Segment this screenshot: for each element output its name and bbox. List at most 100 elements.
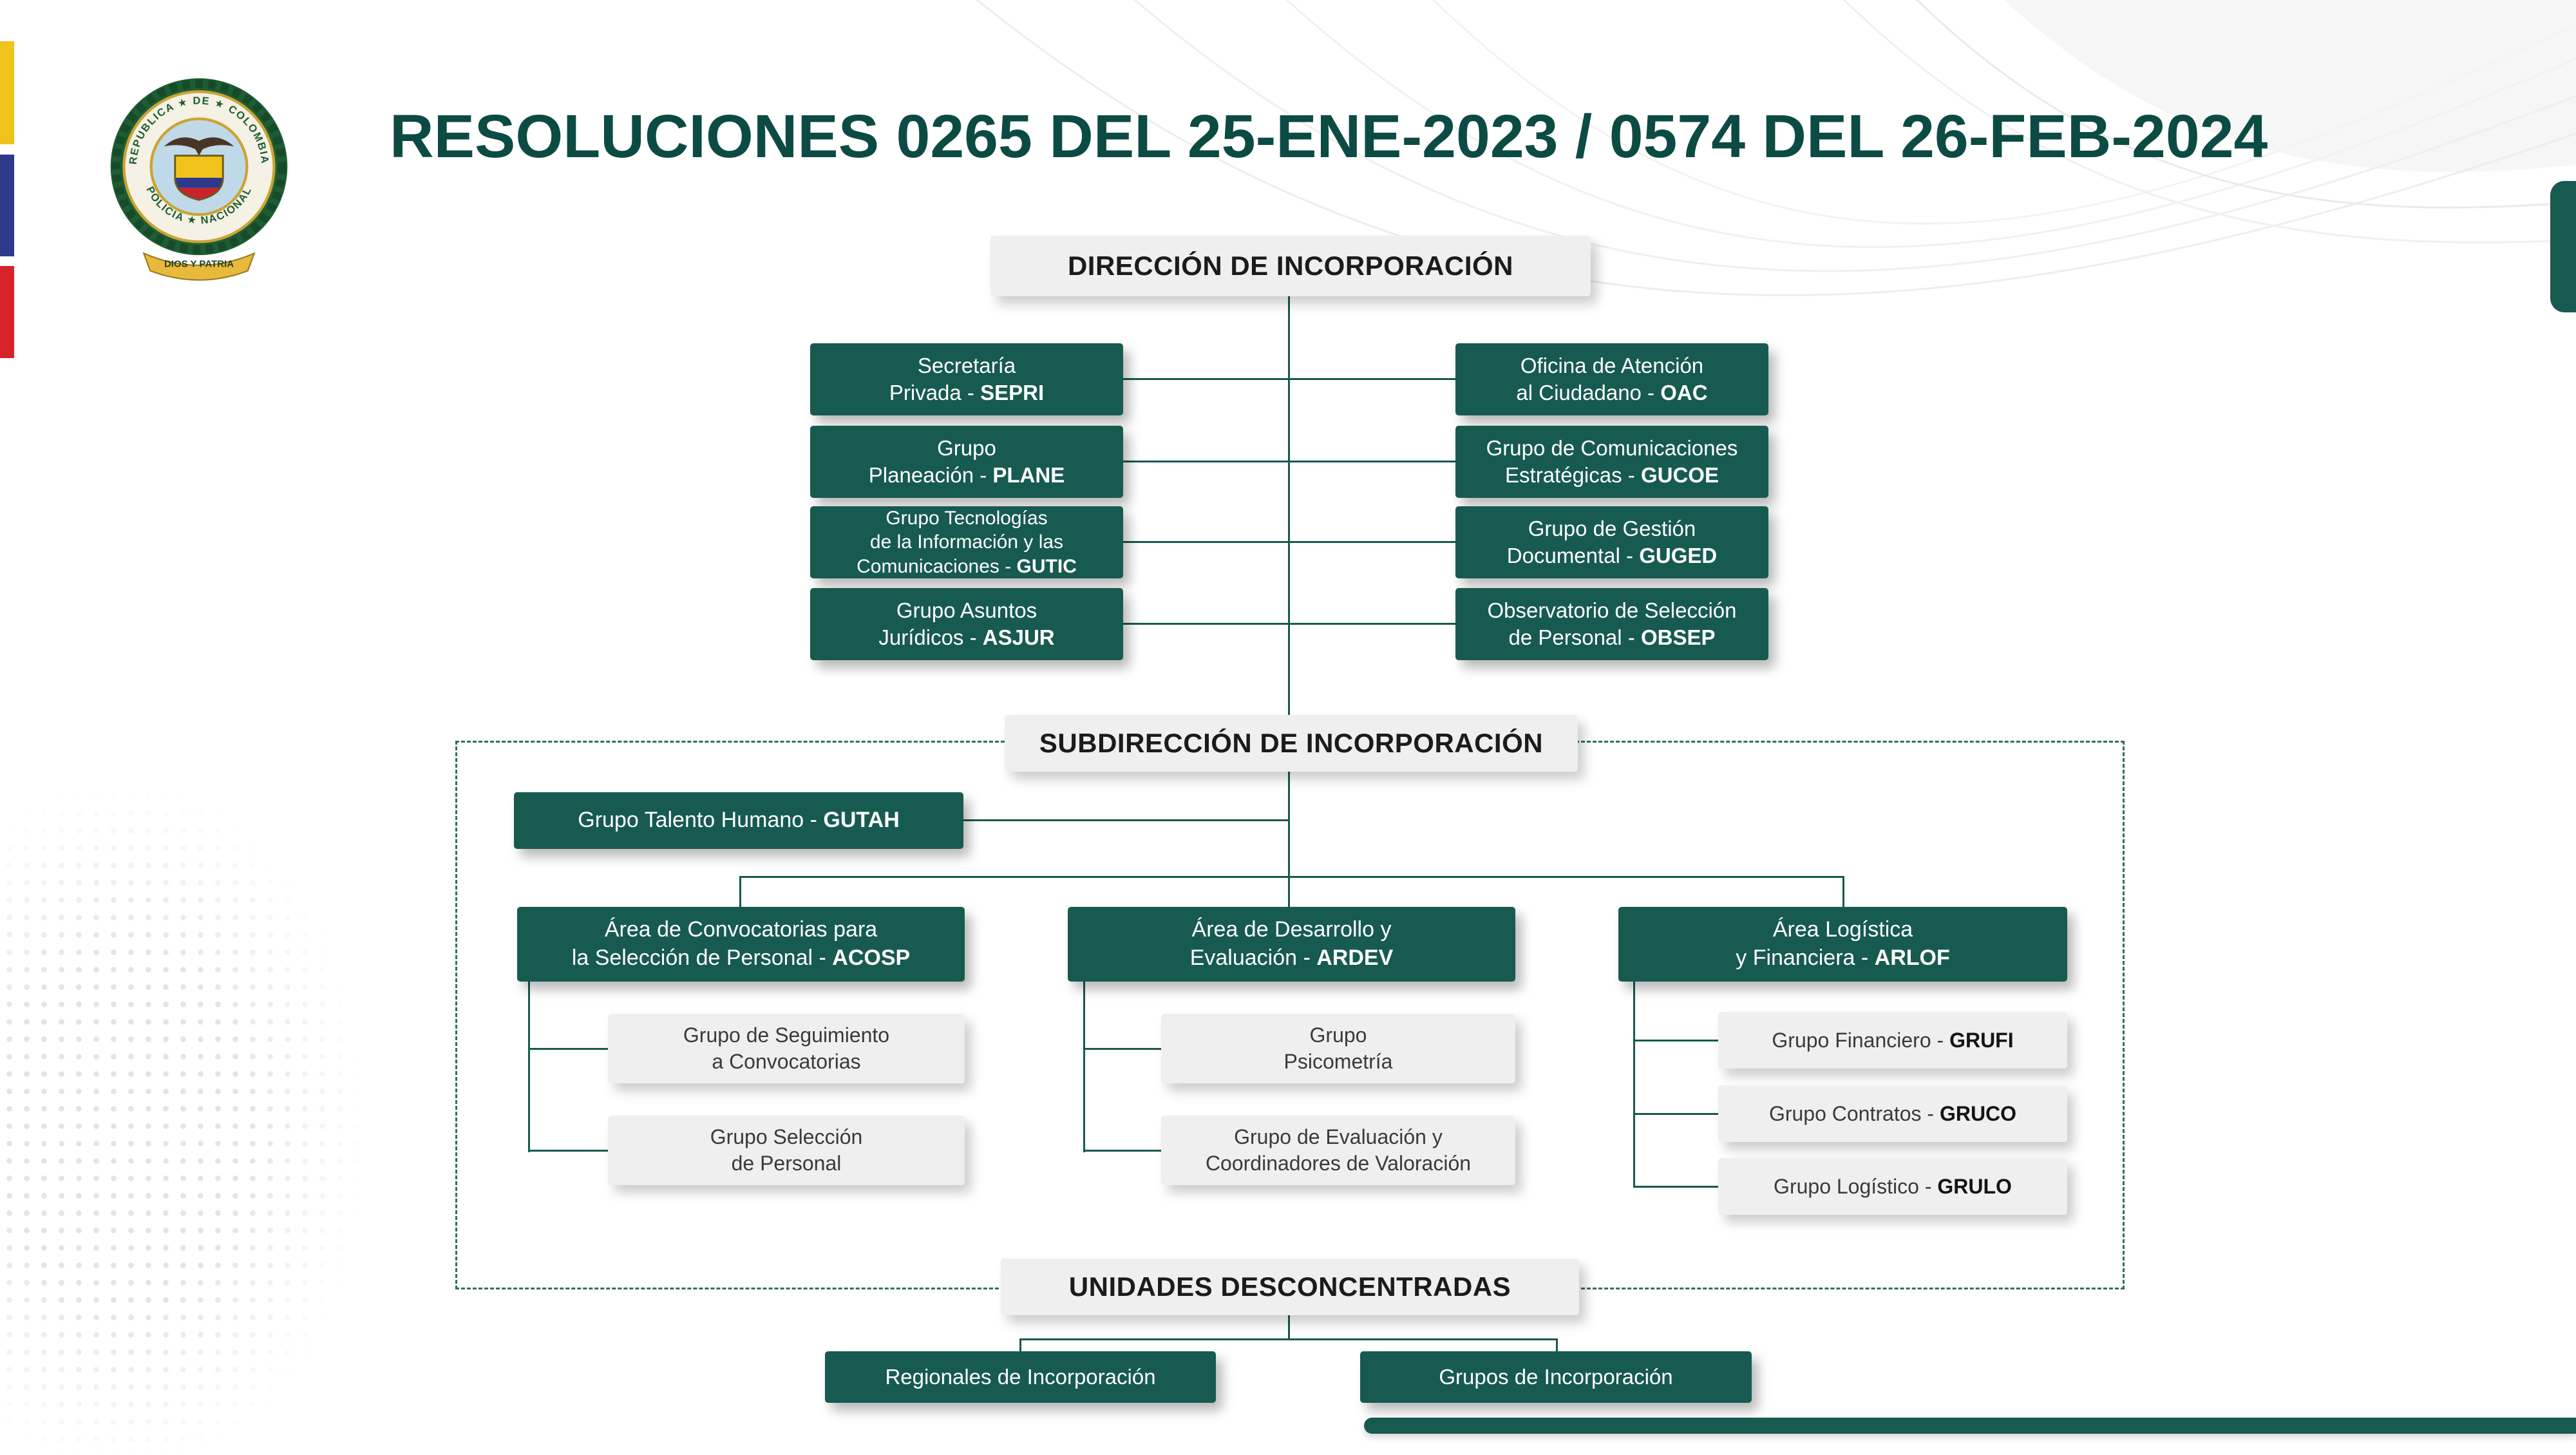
node-label: Grupo Asuntos Jurídicos - <box>878 598 1037 649</box>
connector <box>739 876 1844 878</box>
node-seguimiento-convocatorias: Grupo de Seguimiento a Convocatorias <box>608 1014 965 1083</box>
node-label: Grupo Tecnologías de la Información y la… <box>857 507 1064 577</box>
node-label: Área Logística y Financiera - <box>1736 917 1913 970</box>
connector <box>1123 541 1290 543</box>
node-gucoe: Grupo de Comunicaciones Estratégicas - G… <box>1455 426 1768 498</box>
node-label: Regionales de Incorporación <box>885 1364 1156 1389</box>
node-guged: Grupo de Gestión Documental - GUGED <box>1455 506 1768 578</box>
node-label: Oficina de Atención al Ciudadano - <box>1516 353 1704 404</box>
node-code: GRULO <box>1937 1174 2012 1198</box>
connector <box>1019 1338 1558 1340</box>
node-grupos-incorporacion: Grupos de Incorporación <box>1360 1351 1752 1403</box>
connector <box>528 1150 608 1152</box>
node-code: GUTIC <box>1016 555 1077 577</box>
connector <box>1288 378 1455 380</box>
node-label: Grupo Psicometría <box>1283 1023 1393 1073</box>
node-label: Grupo de Comunicaciones Estratégicas - <box>1486 435 1738 487</box>
connector <box>1288 1315 1290 1340</box>
node-label: Grupo de Seguimiento a Convocatorias <box>683 1023 890 1073</box>
node-code: OAC <box>1660 381 1708 404</box>
node-label: Grupo Financiero - <box>1772 1028 1950 1052</box>
connector <box>1842 876 1844 908</box>
connector <box>1288 876 1290 908</box>
node-ardev: Área de Desarrollo y Evaluación - ARDEV <box>1068 907 1515 982</box>
halftone-dots-decoration <box>0 683 451 1455</box>
connector <box>1288 623 1455 625</box>
connector <box>1633 1040 1718 1041</box>
node-label: Grupo de Gestión Documental - <box>1506 516 1696 567</box>
connector <box>1123 378 1290 380</box>
node-code: ASJUR <box>982 625 1055 649</box>
node-code: ARLOF <box>1874 946 1950 970</box>
connector <box>1288 296 1290 715</box>
node-code: GRUFI <box>1949 1028 2014 1052</box>
node-label: Secretaría Privada - <box>889 353 1016 404</box>
right-edge-tab <box>2550 181 2576 312</box>
node-label: Grupo de Evaluación y Coordinadores de V… <box>1205 1125 1472 1175</box>
flag-stripe-red <box>0 266 14 358</box>
node-code: SEPRI <box>980 381 1045 404</box>
node-grulo: Grupo Logístico - GRULO <box>1718 1158 2067 1215</box>
node-plane: Grupo Planeación - PLANE <box>810 426 1123 498</box>
node-gruco: Grupo Contratos - GRUCO <box>1718 1085 2067 1142</box>
connector <box>1123 623 1290 625</box>
node-label: Grupo Talento Humano - <box>578 808 824 833</box>
node-direccion: DIRECCIÓN DE INCORPORACIÓN <box>990 236 1591 296</box>
node-arlof: Área Logística y Financiera - ARLOF <box>1618 907 2067 982</box>
node-label: Área de Convocatorias para la Selección … <box>571 917 878 970</box>
node-seleccion-personal: Grupo Selección de Personal <box>608 1116 965 1185</box>
node-grufi: Grupo Financiero - GRUFI <box>1718 1012 2067 1069</box>
crest-ribbon-text: DIOS Y PATRIA <box>164 259 234 270</box>
node-code: OBSEP <box>1640 625 1716 649</box>
node-label: DIRECCIÓN DE INCORPORACIÓN <box>1067 251 1514 281</box>
connector <box>1288 541 1455 543</box>
node-gutic: Grupo Tecnologías de la Información y la… <box>810 506 1123 578</box>
connector <box>963 819 1289 821</box>
node-code: ARDEV <box>1316 946 1394 970</box>
node-label: Grupo Planeación - <box>868 435 996 487</box>
connector <box>1083 982 1085 1152</box>
node-evaluacion-valoracion: Grupo de Evaluación y Coordinadores de V… <box>1161 1116 1515 1185</box>
node-code: GUGED <box>1639 544 1718 567</box>
node-label: Grupo Contratos - <box>1768 1101 1940 1125</box>
node-label: Grupos de Incorporación <box>1439 1364 1673 1389</box>
flag-stripe-blue <box>0 155 14 256</box>
connector <box>1288 461 1455 462</box>
node-code: ACOSP <box>832 946 911 970</box>
node-unidades-desconcentradas: UNIDADES DESCONCENTRADAS <box>1001 1259 1579 1315</box>
connector <box>1083 1048 1161 1050</box>
node-sepri: Secretaría Privada - SEPRI <box>810 343 1123 415</box>
node-psicometria: Grupo Psicometría <box>1161 1014 1515 1083</box>
node-obsep: Observatorio de Selección de Personal - … <box>1455 588 1768 660</box>
node-label: UNIDADES DESCONCENTRADAS <box>1068 1271 1511 1302</box>
connector <box>1633 982 1635 1188</box>
node-regionales-incorporacion: Regionales de Incorporación <box>825 1351 1216 1403</box>
swoosh-decoration <box>976 0 2576 296</box>
node-gutah: Grupo Talento Humano - GUTAH <box>514 792 963 849</box>
policia-nacional-crest-logo: REPUBLICA ★ DE ★ COLOMBIA POLICIA ★ NACI… <box>110 78 288 281</box>
node-label: Grupo Selección de Personal <box>710 1125 863 1175</box>
connector <box>1288 772 1290 877</box>
connector <box>1123 461 1290 462</box>
page-title: RESOLUCIONES 0265 DEL 25-ENE-2023 / 0574… <box>390 102 2268 171</box>
node-acosp: Área de Convocatorias para la Selección … <box>517 907 965 982</box>
node-label: Área de Desarrollo y Evaluación - <box>1189 917 1392 970</box>
node-label: SUBDIRECCIÓN DE INCORPORACIÓN <box>1039 728 1544 759</box>
node-code: GUCOE <box>1640 463 1719 487</box>
connector <box>528 982 530 1152</box>
node-code: GRUCO <box>1939 1101 2017 1125</box>
bottom-accent-bar <box>1364 1418 2576 1434</box>
node-subdireccion: SUBDIRECCIÓN DE INCORPORACIÓN <box>1005 715 1578 772</box>
connector <box>528 1048 608 1050</box>
flag-stripe-yellow <box>0 41 14 144</box>
connector <box>1083 1150 1161 1152</box>
connector <box>1019 1338 1021 1353</box>
connector <box>1633 1113 1718 1115</box>
condor-icon <box>164 137 234 156</box>
node-label: Grupo Logístico - <box>1774 1174 1938 1198</box>
node-code: PLANE <box>992 463 1065 487</box>
node-code: GUTAH <box>823 808 900 833</box>
connector <box>1556 1338 1558 1353</box>
node-oac: Oficina de Atención al Ciudadano - OAC <box>1455 343 1768 415</box>
